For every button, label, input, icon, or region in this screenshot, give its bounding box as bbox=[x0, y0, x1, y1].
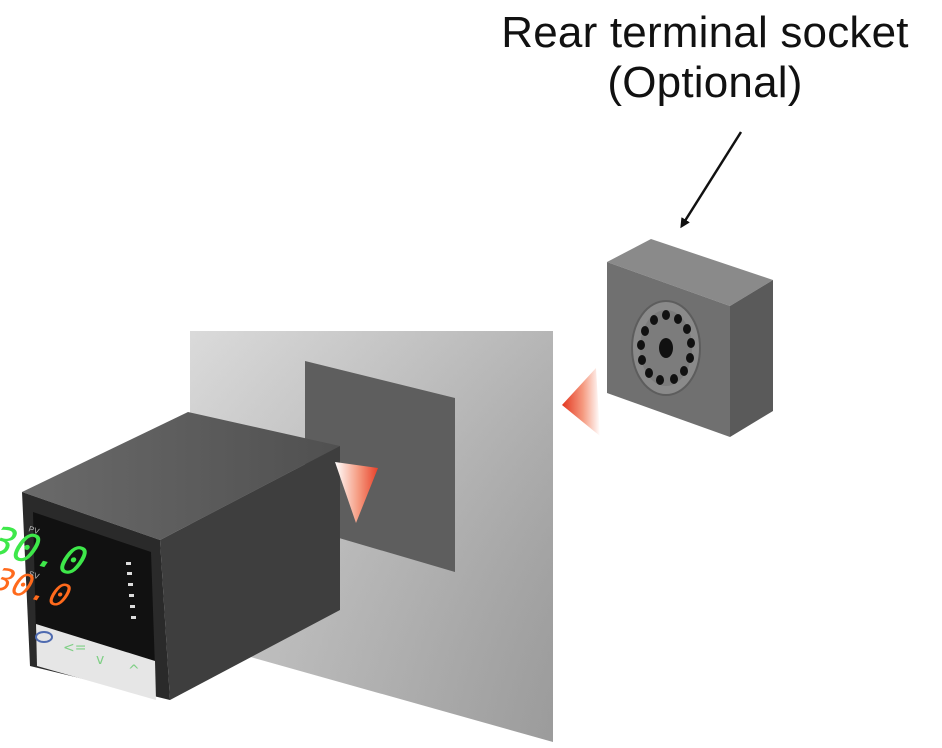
callout-subtitle: (Optional) bbox=[607, 58, 803, 107]
callout-title: Rear terminal socket bbox=[501, 8, 909, 57]
controller-buttons: <= v ^ bbox=[35, 631, 140, 679]
callout-label: Rear terminal socket (Optional) bbox=[470, 8, 940, 108]
set-button-icon bbox=[35, 631, 53, 643]
socket-direction-arrow-icon bbox=[562, 368, 600, 436]
shift-button-icon: <= bbox=[63, 640, 86, 656]
controller-button-strip bbox=[36, 624, 156, 700]
temperature-controller bbox=[22, 412, 340, 700]
socket-center-hole bbox=[659, 338, 673, 358]
insert-arrow-icon bbox=[335, 462, 378, 523]
up-button-icon: ^ bbox=[128, 663, 140, 679]
controller-side-face bbox=[160, 446, 340, 700]
panel-cutout bbox=[305, 361, 455, 572]
down-button-icon: v bbox=[96, 652, 104, 668]
socket-pin-holes bbox=[637, 310, 695, 385]
pv-label: PV bbox=[27, 524, 41, 536]
controller-display-window bbox=[33, 512, 155, 668]
rear-terminal-socket bbox=[607, 239, 773, 437]
socket-pin-ring bbox=[631, 300, 701, 396]
controller-top-face bbox=[22, 412, 340, 540]
callout-arrow-icon bbox=[680, 131, 743, 229]
indicator-leds bbox=[126, 562, 136, 619]
socket-side-face bbox=[730, 280, 773, 437]
sv-label: SV bbox=[27, 569, 41, 581]
socket-top-face bbox=[607, 239, 773, 306]
